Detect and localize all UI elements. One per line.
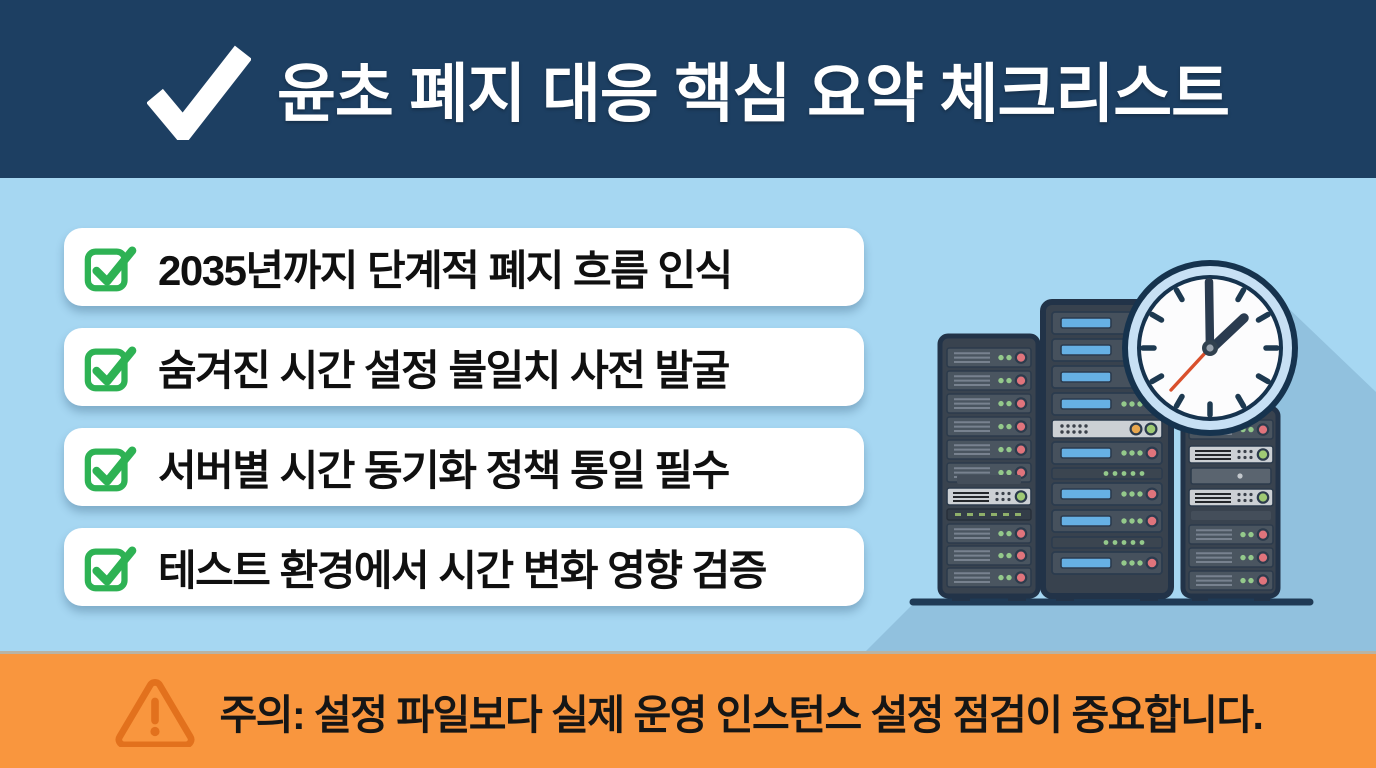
checklist: 2035년까지 단계적 폐지 흐름 인식 숨겨진 시간 설정 불일치 사전 발굴… xyxy=(64,228,864,606)
warning-banner: 주의: 설정 파일보다 실제 운영 인스턴스 설정 점검이 중요합니다. xyxy=(0,651,1376,768)
checklist-item-label: 2035년까지 단계적 폐지 흐름 인식 xyxy=(158,246,733,294)
warning-triangle-icon xyxy=(115,679,194,747)
checklist-item: 숨겨진 시간 설정 불일치 사전 발굴 xyxy=(64,328,864,406)
green-checkbox-icon xyxy=(84,246,137,292)
green-checkbox-icon xyxy=(84,546,137,592)
server-racks-clock-illustration xyxy=(866,260,1376,651)
server-rack-icon xyxy=(937,333,1041,601)
page-title: 윤초 폐지 대응 핵심 요약 체크리스트 xyxy=(276,58,1230,130)
checklist-item: 테스트 환경에서 시간 변화 영향 검증 xyxy=(64,528,864,606)
check-mark-icon xyxy=(146,45,251,140)
content-area: 2035년까지 단계적 폐지 흐름 인식 숨겨진 시간 설정 불일치 사전 발굴… xyxy=(0,178,1376,651)
clock-minute-hand xyxy=(1204,277,1215,355)
clock-ticks xyxy=(1140,278,1280,418)
checklist-item-label: 서버별 시간 동기화 정책 통일 필수 xyxy=(158,446,730,494)
wall-clock-icon xyxy=(1122,260,1298,436)
checklist-item: 2035년까지 단계적 폐지 흐름 인식 xyxy=(64,228,864,306)
server-rack-icon xyxy=(1180,405,1281,601)
green-checkbox-icon xyxy=(84,446,137,492)
green-checkbox-icon xyxy=(84,346,137,392)
checklist-item: 서버별 시간 동기화 정책 통일 필수 xyxy=(64,428,864,506)
checklist-item-label: 숨겨진 시간 설정 불일치 사전 발굴 xyxy=(158,346,730,394)
warning-text: 주의: 설정 파일보다 실제 운영 인스턴스 설정 점검이 중요합니다. xyxy=(219,692,1264,738)
header-banner: 윤초 폐지 대응 핵심 요약 체크리스트 xyxy=(0,0,1376,178)
checklist-item-label: 테스트 환경에서 시간 변화 영향 검증 xyxy=(158,546,767,594)
